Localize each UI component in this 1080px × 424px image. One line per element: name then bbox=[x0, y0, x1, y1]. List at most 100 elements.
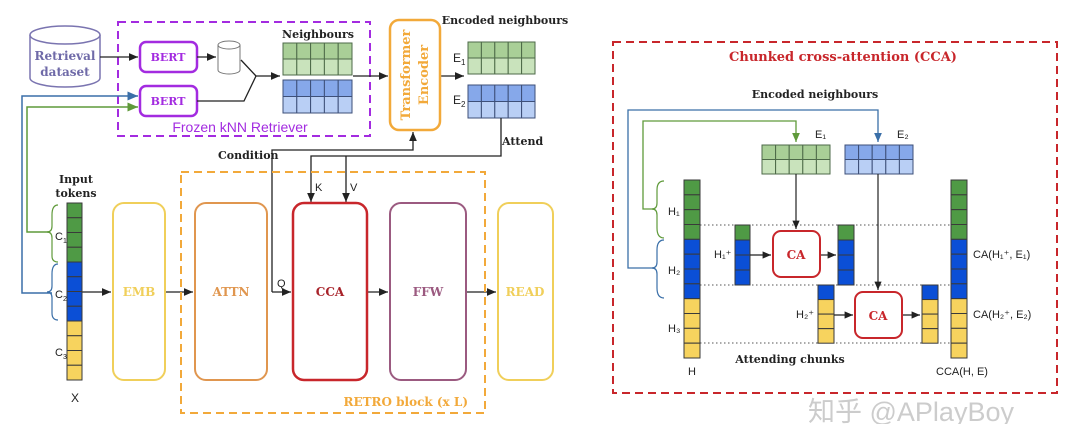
grid-cell bbox=[310, 79, 325, 97]
token-cell bbox=[683, 313, 701, 329]
cca-e2-label: E₂ bbox=[897, 129, 909, 141]
token-cell bbox=[66, 232, 83, 248]
token-cell bbox=[817, 328, 835, 344]
k-label: K bbox=[315, 182, 323, 194]
h-column bbox=[683, 179, 701, 359]
emb-block bbox=[112, 202, 166, 381]
grid-cell bbox=[898, 159, 914, 175]
token-cell bbox=[950, 179, 968, 196]
token-cell bbox=[66, 246, 83, 263]
cca-output-column bbox=[950, 179, 968, 359]
token-cell bbox=[66, 335, 83, 351]
e1-label: E1 bbox=[453, 51, 466, 67]
token-cell bbox=[66, 217, 83, 233]
h1-plus-label: H₁⁺ bbox=[714, 249, 732, 261]
h1-label: H₁ bbox=[668, 206, 680, 218]
neighbours-label: Neighbours bbox=[282, 28, 354, 41]
token-cell bbox=[734, 224, 751, 241]
token-cell bbox=[921, 313, 939, 330]
ca2-output-column bbox=[921, 284, 939, 344]
grid-cell bbox=[871, 144, 887, 160]
grid-cell bbox=[775, 159, 790, 175]
cca-label: CCA bbox=[316, 285, 345, 299]
input-tokens-label-1: Input bbox=[59, 173, 94, 186]
transformer-encoder-box bbox=[388, 18, 442, 132]
token-cell bbox=[950, 268, 968, 285]
token-cell bbox=[66, 305, 83, 322]
token-cell bbox=[837, 254, 855, 271]
ca-box-2 bbox=[854, 291, 903, 339]
token-cell bbox=[950, 194, 968, 211]
grid-cell bbox=[788, 159, 804, 175]
grid-cell bbox=[494, 41, 509, 59]
h-label: H bbox=[688, 366, 696, 378]
token-cell bbox=[683, 327, 701, 344]
input-tokens-label-2: tokens bbox=[55, 187, 96, 200]
grid-cell bbox=[775, 144, 790, 160]
grid-cell bbox=[815, 144, 831, 160]
h2-plus-label: H₂⁺ bbox=[796, 309, 814, 321]
grid-cell bbox=[521, 57, 536, 75]
ffw-block bbox=[389, 202, 467, 381]
grid-cell bbox=[296, 96, 312, 114]
grid-cell bbox=[761, 144, 777, 160]
cca-routing-lines bbox=[627, 109, 882, 269]
attending-chunks-label: Attending chunks bbox=[734, 353, 844, 366]
watermark: 知乎 @APlayBoy bbox=[808, 397, 1014, 424]
ca-label-2: CA bbox=[869, 309, 889, 323]
grid-cell bbox=[323, 79, 339, 97]
token-cell bbox=[950, 298, 968, 314]
grid-cell bbox=[296, 79, 312, 97]
retrieval-dataset-label-1: Retrieval bbox=[35, 49, 96, 63]
grid-cell bbox=[296, 42, 312, 60]
grid-cell bbox=[858, 159, 873, 175]
token-cell bbox=[683, 194, 701, 211]
grid-cell bbox=[521, 84, 536, 102]
token-cell bbox=[66, 261, 83, 278]
e2-label: E2 bbox=[453, 93, 466, 109]
c3-label: C3 bbox=[55, 347, 67, 361]
grid-cell bbox=[480, 84, 496, 102]
cca-panel-box bbox=[612, 41, 1058, 394]
token-cell bbox=[683, 342, 701, 359]
grid-cell bbox=[310, 96, 325, 114]
grid-cell bbox=[507, 101, 523, 119]
grid-cell bbox=[844, 144, 860, 160]
ca1-output-column bbox=[837, 224, 855, 286]
token-cell bbox=[950, 253, 968, 270]
grid-cell bbox=[337, 96, 353, 114]
grid-cell bbox=[761, 159, 777, 175]
grid-cell bbox=[480, 41, 496, 59]
neighbours-grid-green bbox=[282, 42, 353, 76]
grid-cell bbox=[494, 101, 509, 119]
grid-cell bbox=[802, 159, 817, 175]
ca-label-1: CA bbox=[787, 248, 807, 262]
token-cell bbox=[837, 239, 855, 256]
x-label: X bbox=[71, 391, 79, 405]
c2-label: C2 bbox=[55, 289, 67, 303]
token-cell bbox=[817, 313, 835, 330]
h2-plus-column bbox=[817, 284, 835, 344]
bert-label-1: BERT bbox=[151, 51, 187, 64]
cca-grid-e1 bbox=[761, 144, 831, 175]
token-cell bbox=[734, 239, 751, 256]
retrieval-dataset: Retrieval dataset bbox=[29, 25, 101, 88]
token-cell bbox=[950, 238, 968, 255]
token-cell bbox=[683, 268, 701, 285]
grid-cell bbox=[494, 57, 509, 75]
token-cell bbox=[950, 224, 968, 240]
token-cell bbox=[950, 209, 968, 226]
attn-block bbox=[194, 202, 268, 381]
token-cell bbox=[683, 253, 701, 270]
c1-brace bbox=[46, 204, 59, 263]
token-cell bbox=[950, 327, 968, 344]
grid-cell bbox=[815, 159, 831, 175]
grid-cell bbox=[323, 96, 339, 114]
grid-cell bbox=[521, 41, 536, 59]
grid-cell bbox=[788, 144, 804, 160]
h1-brace bbox=[651, 180, 665, 239]
grid-cell bbox=[844, 159, 860, 175]
emb-label: EMB bbox=[123, 285, 156, 299]
grid-cell bbox=[871, 159, 887, 175]
